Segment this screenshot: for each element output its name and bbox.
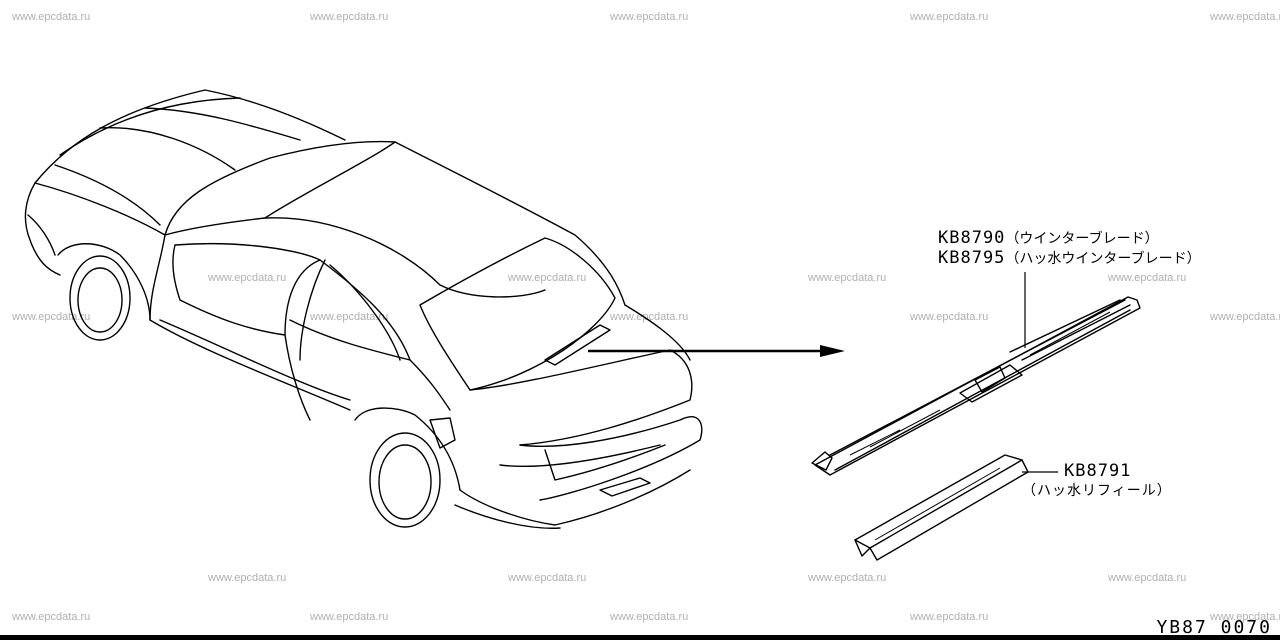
- watermark: www.epcdata.ru: [808, 272, 887, 284]
- watermark: www.epcdata.ru: [1108, 572, 1187, 584]
- watermark: www.epcdata.ru: [208, 572, 287, 584]
- watermark: www.epcdata.ru: [310, 611, 389, 623]
- watermark: www.epcdata.ru: [310, 11, 389, 23]
- watermark: www.epcdata.ru: [610, 11, 689, 23]
- watermark: www.epcdata.ru: [508, 272, 587, 284]
- part-description-kb8791: （ハッ水リフィール）: [1022, 483, 1172, 499]
- part-callout-kb8790: KB8790（ウインターブレード）: [938, 228, 1159, 249]
- watermark: www.epcdata.ru: [808, 572, 887, 584]
- watermark: www.epcdata.ru: [12, 611, 91, 623]
- part-code: KB8795: [938, 248, 1006, 268]
- bottom-border: [0, 635, 1280, 640]
- watermark: www.epcdata.ru: [310, 311, 389, 323]
- watermark: www.epcdata.ru: [12, 11, 91, 23]
- wiper-blade-illustration: [811, 296, 1141, 476]
- watermark: www.epcdata.ru: [12, 311, 91, 323]
- watermark: www.epcdata.ru: [610, 611, 689, 623]
- part-callout-kb8791: KB8791: [1064, 461, 1131, 481]
- watermark: www.epcdata.ru: [1108, 272, 1187, 284]
- watermark: www.epcdata.ru: [910, 611, 989, 623]
- diagram-reference-number: YB87 0070: [1156, 617, 1272, 638]
- part-description: （ウインターブレード）: [1005, 231, 1159, 247]
- watermark: www.epcdata.ru: [1210, 11, 1280, 23]
- watermark: www.epcdata.ru: [610, 311, 689, 323]
- watermark: www.epcdata.ru: [1210, 611, 1280, 623]
- part-code: KB8790: [938, 228, 1006, 248]
- watermark: www.epcdata.ru: [910, 311, 989, 323]
- watermark: www.epcdata.ru: [208, 272, 287, 284]
- car-illustration: [24, 89, 703, 529]
- part-description: （ハッ水ウインターブレード）: [1005, 251, 1201, 267]
- part-code: KB8791: [1064, 461, 1132, 481]
- part-callout-kb8795: KB8795（ハッ水ウインターブレード）: [938, 248, 1201, 269]
- pointer-arrow: [588, 345, 845, 357]
- watermark: www.epcdata.ru: [508, 572, 587, 584]
- watermark: www.epcdata.ru: [910, 11, 989, 23]
- watermark: www.epcdata.ru: [1210, 311, 1280, 323]
- refill-strip-illustration: [854, 454, 1029, 561]
